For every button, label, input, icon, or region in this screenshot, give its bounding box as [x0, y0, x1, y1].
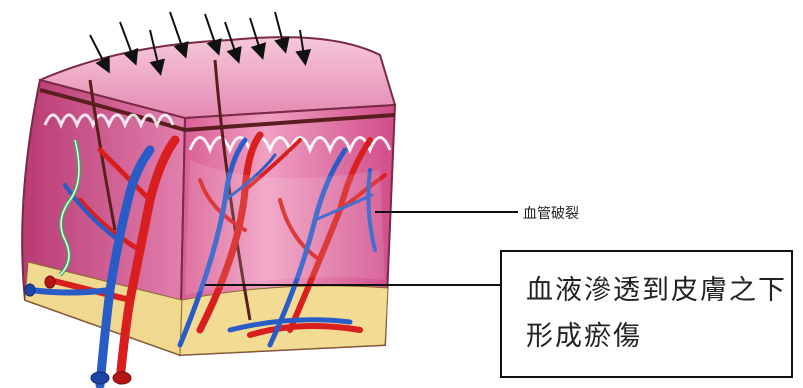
- vessel-rupture-leader-line: [375, 211, 518, 213]
- bruise-explanation-box: 血液滲透到皮膚之下形成瘀傷: [500, 250, 793, 378]
- skin-cross-section-illustration: [0, 0, 500, 388]
- bruise-leader-line: [205, 284, 501, 286]
- tissue-shading: [185, 160, 385, 295]
- bruise-explanation-text: 血液滲透到皮膚之下形成瘀傷: [526, 268, 790, 360]
- vessel-rupture-label: 血管破裂: [523, 203, 579, 223]
